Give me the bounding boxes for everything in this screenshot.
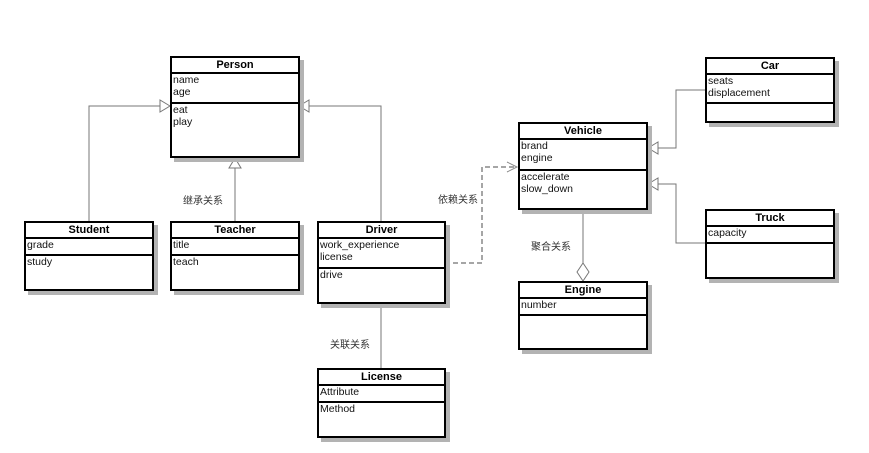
class-truck[interactable]: Truck capacity [705,209,835,279]
class-name: Student [26,223,152,239]
attributes-section: work_experience license [319,239,444,269]
attributes-section: seats displacement [707,75,833,104]
class-name: Truck [707,211,833,227]
attribute: seats [708,75,734,87]
class-person[interactable]: Person name age eat play [170,56,300,158]
attribute: grade [27,239,54,251]
class-car[interactable]: Car seats displacement [705,57,835,123]
attribute: engine [521,152,553,164]
methods-section: accelerate slow_down [520,171,646,195]
class-name: Engine [520,283,646,299]
attribute: number [521,299,557,311]
dependency-label: 依赖关系 [438,195,478,206]
driver-inherits-person-line [309,105,382,221]
attribute: work_experience [320,239,400,251]
generalization-arrowhead [159,99,171,113]
method: Method [320,403,356,415]
class-name: Car [707,59,833,75]
generalization-arrowhead [228,157,242,169]
class-driver[interactable]: Driver work_experience license drive [317,221,446,304]
generalization-arrowhead [647,141,659,155]
class-engine[interactable]: Engine number [518,281,648,350]
car-inherits-vehicle-line [658,89,705,149]
method: play [173,116,193,128]
attributes-section: Attribute [319,386,444,403]
attribute: capacity [708,227,747,239]
attributes-section: number [520,299,646,316]
attribute: age [173,86,191,98]
attributes-section: capacity [707,227,833,244]
class-name: Vehicle [520,124,646,140]
method: slow_down [521,183,573,195]
method: accelerate [521,171,570,183]
method: drive [320,269,343,281]
inheritance-label: 继承关系 [183,196,223,207]
class-name: Person [172,58,298,74]
class-name: License [319,370,444,386]
class-license[interactable]: License Attribute Method [317,368,446,438]
aggregation-diamond [576,262,590,282]
attribute: Attribute [320,386,360,398]
dependency-arrowhead [506,161,519,173]
methods-section: eat play [172,104,298,128]
generalization-arrowhead [647,177,659,191]
attributes-section: name age [172,74,298,104]
attributes-section: title [172,239,298,256]
class-student[interactable]: Student grade study [24,221,154,291]
class-teacher[interactable]: Teacher title teach [170,221,300,291]
attribute: name [173,74,200,86]
methods-section: drive [319,269,444,281]
method: eat [173,104,188,116]
method: teach [173,256,199,268]
attribute: license [320,251,353,263]
method: study [27,256,53,268]
aggregation-label: 聚合关系 [531,242,571,253]
class-vehicle[interactable]: Vehicle brand engine accelerate slow_dow… [518,122,648,210]
methods-section: study [26,256,152,268]
association-label: 关联关系 [330,340,370,351]
attributes-section: grade [26,239,152,256]
driver-depends-vehicle-line [445,166,516,264]
attributes-section: brand engine [520,140,646,171]
attribute: title [173,239,190,251]
student-inherits-person-line [88,105,160,221]
methods-section: Method [319,403,444,415]
class-name: Teacher [172,223,298,239]
class-name: Driver [319,223,444,239]
attribute: brand [521,140,548,152]
truck-inherits-vehicle-line [658,183,705,244]
attribute: displacement [708,87,770,99]
methods-section: teach [172,256,298,268]
generalization-arrowhead [298,99,310,113]
